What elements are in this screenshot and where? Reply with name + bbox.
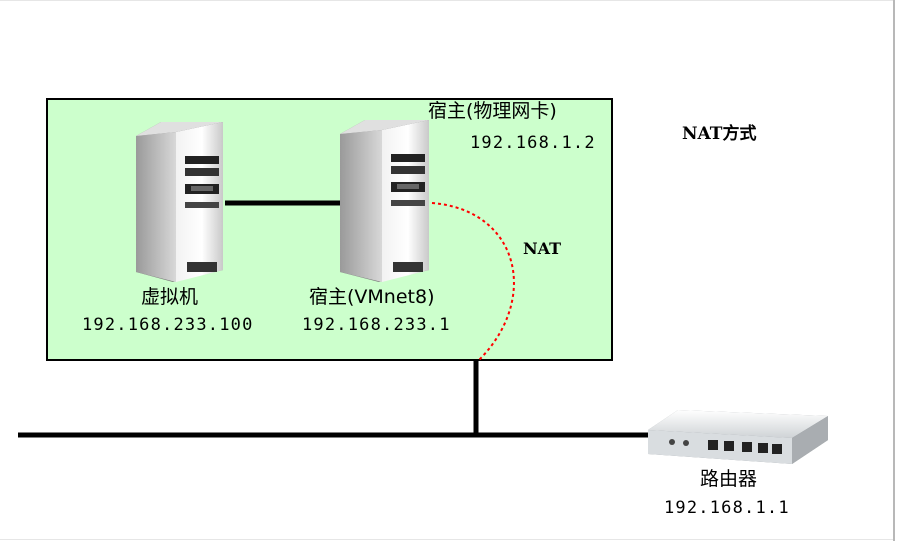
router-switch-icon — [648, 410, 828, 464]
router-ip: 192.168.1.1 — [664, 498, 790, 518]
router-name: 路由器 — [700, 468, 758, 490]
server-tower-icon — [340, 120, 429, 282]
nat-label: NAT — [523, 239, 562, 258]
host-vmnet8-name: 宿主(VMnet8) — [309, 286, 435, 308]
canvas-bottom-border — [0, 539, 895, 540]
nat-link-curve — [431, 202, 515, 362]
host-physical-name: 宿主(物理网卡) — [428, 100, 557, 122]
server-tower-icon — [136, 122, 223, 282]
canvas-right-border — [893, 0, 895, 541]
diagram-title: NAT方式 — [682, 124, 757, 144]
host-physical-ip: 192.168.1.2 — [470, 133, 596, 153]
vm-name: 虚拟机 — [141, 286, 199, 308]
canvas-top-border — [0, 0, 895, 1]
host-vmnet8-ip: 192.168.233.1 — [302, 315, 451, 335]
vm-ip: 192.168.233.100 — [82, 315, 254, 335]
